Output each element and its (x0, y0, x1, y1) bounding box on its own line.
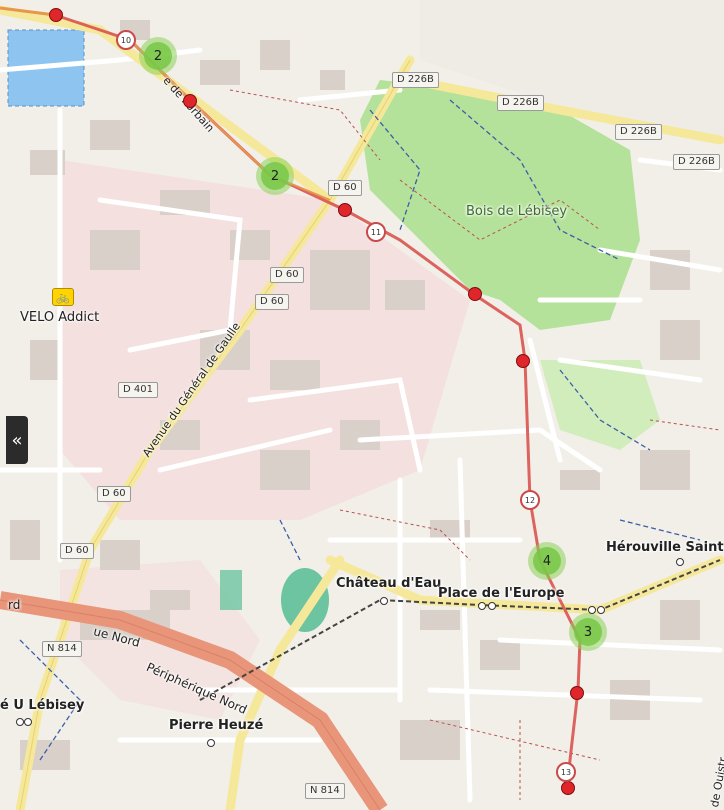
collapse-panel-button[interactable]: « (6, 416, 28, 464)
road-ref-n814: N 814 (305, 783, 345, 799)
tram-stop-label: Château d'Eau (336, 576, 442, 591)
road-ref-d226b: D 226B (615, 124, 662, 140)
route-stop-marker[interactable] (468, 287, 482, 301)
bicycle-icon[interactable]: 🚲 (52, 288, 74, 306)
route-waypoint-number[interactable]: 10 (116, 30, 136, 50)
tram-stop-dot[interactable] (676, 558, 684, 566)
road-ref-d60: D 60 (255, 294, 289, 310)
road-ref-d60: D 60 (270, 267, 304, 283)
road-ref-d60: D 60 (328, 180, 362, 196)
shop-label[interactable]: VELO Addict (20, 310, 100, 325)
road-ref-d226b: D 226B (392, 72, 439, 88)
park-label: Bois de Lébisey (466, 204, 568, 219)
town-label: Hérouville Saint-C (606, 540, 724, 555)
route-waypoint-number[interactable]: 13 (556, 762, 576, 782)
tram-stop-label: Place de l'Europe (438, 586, 565, 601)
road-ref-d226b: D 226B (497, 95, 544, 111)
route-stop-marker[interactable] (49, 8, 63, 22)
road-label: rd (8, 598, 21, 612)
tram-stop-dot[interactable] (207, 739, 215, 747)
route-waypoint-number[interactable]: 12 (520, 490, 540, 510)
marker-cluster[interactable]: 4 (528, 542, 566, 580)
road-ref-d60: D 60 (97, 486, 131, 502)
route-stop-marker[interactable] (516, 354, 530, 368)
tram-stop-dot[interactable] (488, 602, 496, 610)
route-stop-marker[interactable] (338, 203, 352, 217)
route-stop-marker[interactable] (561, 781, 575, 795)
road-ref-d226b: D 226B (673, 154, 720, 170)
tram-stop-label: é U Lébisey (0, 698, 85, 713)
route-stop-marker[interactable] (183, 94, 197, 108)
tram-stop-dot[interactable] (24, 718, 32, 726)
road-ref-d60: D 60 (60, 543, 94, 559)
tram-stop-dot[interactable] (380, 597, 388, 605)
marker-cluster[interactable]: 2 (256, 157, 294, 195)
tram-stop-label: Pierre Heuzé (169, 718, 264, 733)
road-ref-d401: D 401 (118, 382, 158, 398)
route-waypoint-number[interactable]: 11 (366, 222, 386, 242)
tram-stop-dot[interactable] (16, 718, 24, 726)
road-ref-n814: N 814 (42, 641, 82, 657)
tram-stop-dot[interactable] (597, 606, 605, 614)
tram-stop-dot[interactable] (588, 606, 596, 614)
route-stop-marker[interactable] (570, 686, 584, 700)
marker-cluster[interactable]: 2 (139, 37, 177, 75)
marker-cluster[interactable]: 3 (569, 613, 607, 651)
tram-stop-dot[interactable] (478, 602, 486, 610)
